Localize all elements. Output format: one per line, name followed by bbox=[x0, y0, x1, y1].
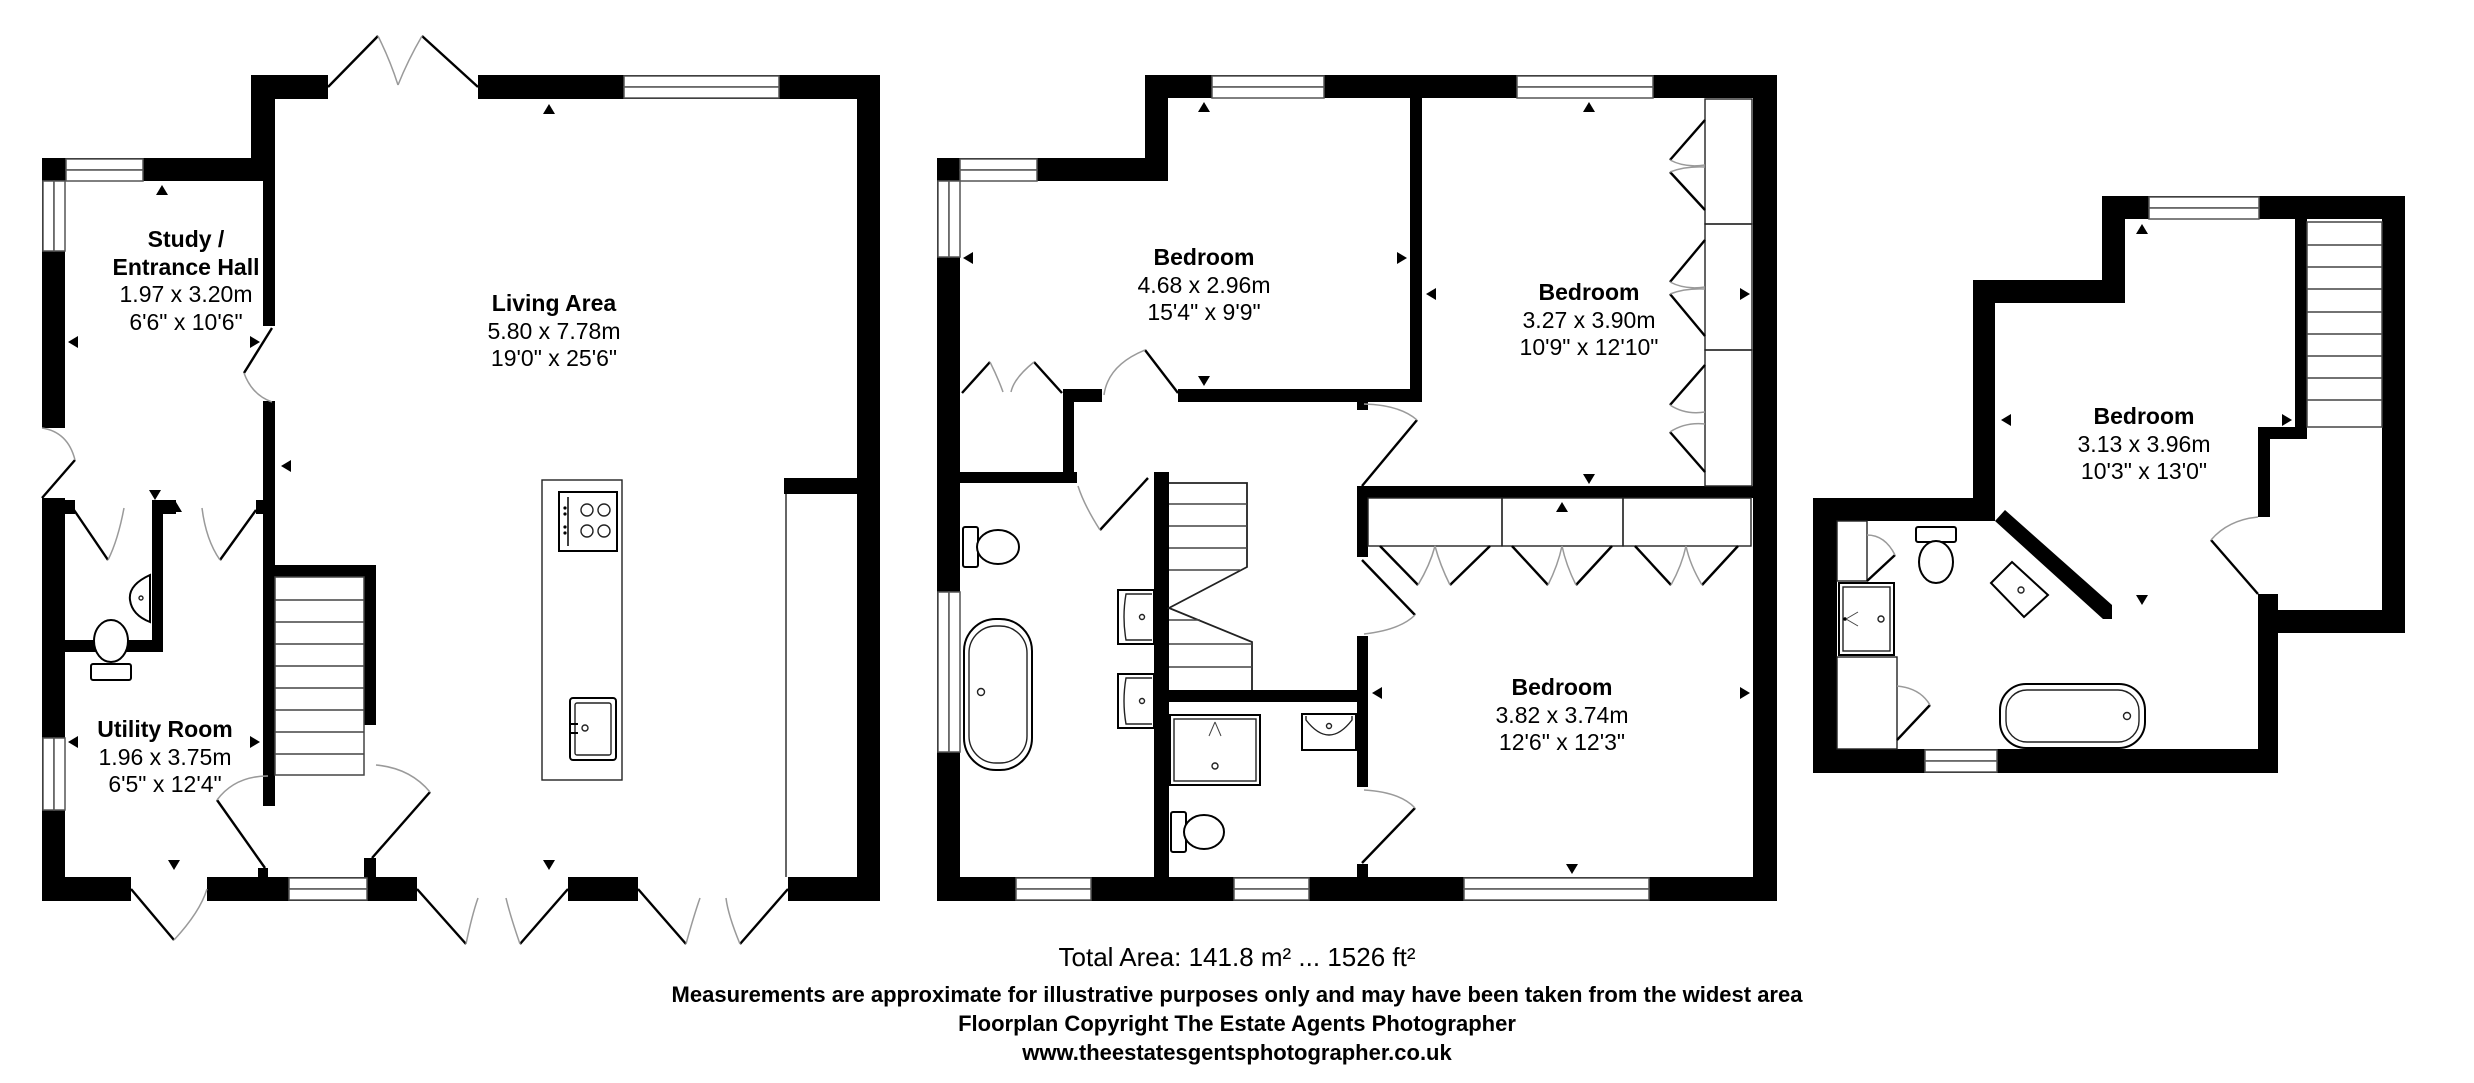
shower-icon bbox=[1838, 582, 1895, 656]
total-area: Total Area: 141.8 m² ... 1526 ft² bbox=[1058, 942, 1416, 972]
first-floor-doors bbox=[961, 349, 1418, 864]
toilet-icon bbox=[1915, 526, 1957, 584]
room-label-bedroom-2: Bedroom 3.27 x 3.90m 10'9" x 12'10" bbox=[1520, 279, 1659, 362]
room-name: Study / bbox=[147, 226, 225, 252]
window-icon bbox=[959, 158, 1038, 171]
bath-icon bbox=[1999, 683, 2146, 749]
dimension-arrow-icon bbox=[68, 104, 555, 870]
door-icon bbox=[216, 764, 431, 869]
basin-icon bbox=[128, 573, 151, 624]
room-label-bedroom-1: Bedroom 4.68 x 2.96m 15'4" x 9'9" bbox=[1138, 244, 1271, 327]
room-dimensions-imperial: 19'0" x 25'6" bbox=[490, 345, 618, 372]
dimension-arrow-icon bbox=[2001, 224, 2292, 605]
second-floor-windows bbox=[1924, 196, 2260, 773]
room-dimensions-metric: 3.27 x 3.90m bbox=[1522, 306, 1656, 333]
website: www.theestatesgentsphotographer.co.uk bbox=[1022, 1040, 1452, 1065]
copyright: Floorplan Copyright The Estate Agents Ph… bbox=[958, 1011, 1516, 1036]
room-dimensions-metric: 1.96 x 3.75m bbox=[98, 743, 232, 770]
room-name: Bedroom bbox=[1153, 244, 1255, 270]
window-icon bbox=[1015, 877, 1092, 890]
door-icon bbox=[41, 427, 76, 499]
french-door-icon bbox=[416, 888, 569, 945]
room-dimensions-imperial: 15'4" x 9'9" bbox=[1147, 299, 1261, 326]
window-icon bbox=[623, 75, 780, 88]
kitchen-island bbox=[541, 479, 623, 781]
basin-icon bbox=[1117, 673, 1155, 729]
room-name: Bedroom bbox=[1511, 674, 1613, 700]
toilet-icon bbox=[90, 619, 132, 681]
window-icon bbox=[1463, 877, 1650, 890]
dimension-arrow-icon bbox=[963, 102, 1750, 874]
first-floor-windows bbox=[937, 75, 1654, 901]
window-icon bbox=[42, 737, 55, 811]
wardrobe bbox=[1669, 98, 1753, 487]
room-label-living-area: Living Area 5.80 x 7.78m 19'0" x 25'6" bbox=[488, 290, 621, 373]
door-icon bbox=[73, 507, 125, 561]
window-icon bbox=[1233, 877, 1310, 890]
window-icon bbox=[937, 180, 950, 258]
room-name: Living Area bbox=[491, 290, 617, 316]
room-label-bedroom-4: Bedroom 3.13 x 3.96m 10'3" x 13'0" bbox=[2078, 403, 2211, 486]
sink-icon bbox=[569, 697, 617, 761]
room-dimensions-imperial: 6'6" x 10'6" bbox=[129, 308, 243, 335]
room-dimensions-imperial: 10'9" x 12'10" bbox=[1519, 334, 1659, 361]
door-icon bbox=[201, 507, 257, 561]
ground-floor-doors bbox=[41, 35, 789, 945]
room-dimensions-imperial: 10'3" x 13'0" bbox=[2080, 458, 2208, 485]
first-floor-walls bbox=[937, 75, 1777, 901]
room-label-study: Study / Entrance Hall 1.97 x 3.20m 6'6" … bbox=[113, 226, 260, 336]
room-label-bedroom-3: Bedroom 3.82 x 3.74m 12'6" x 12'3" bbox=[1496, 674, 1629, 757]
room-dimensions-metric: 5.80 x 7.78m bbox=[487, 317, 621, 344]
french-door-icon bbox=[327, 35, 479, 88]
toilet-icon bbox=[962, 526, 1020, 568]
first-floor-plan bbox=[937, 75, 1777, 901]
room-name: Utility Room bbox=[97, 716, 233, 742]
window-icon bbox=[2148, 196, 2260, 209]
disclaimer: Measurements are approximate for illustr… bbox=[671, 982, 1803, 1007]
window-icon bbox=[1924, 749, 1998, 762]
room-label-utility-room: Utility Room 1.96 x 3.75m 6'5" x 12'4" bbox=[97, 716, 232, 799]
window-icon bbox=[1211, 75, 1325, 88]
window-icon bbox=[288, 877, 368, 890]
toilet-icon bbox=[1170, 811, 1225, 853]
stairs-icon bbox=[1166, 482, 1253, 690]
basin-icon bbox=[1989, 560, 2050, 619]
ground-floor-windows bbox=[42, 75, 780, 901]
room-dimensions-metric: 3.82 x 3.74m bbox=[1495, 701, 1629, 728]
basin-icon bbox=[1301, 713, 1357, 751]
stairs-icon bbox=[2306, 221, 2383, 428]
room-dimensions-metric: 4.68 x 2.96m bbox=[1137, 271, 1271, 298]
room-name: Entrance Hall bbox=[112, 253, 260, 280]
door-icon bbox=[130, 888, 208, 941]
room-name: Bedroom bbox=[2093, 403, 2195, 429]
room-dimensions-imperial: 12'6" x 12'3" bbox=[1498, 729, 1626, 756]
window-icon bbox=[1516, 75, 1654, 88]
ground-floor-plan bbox=[41, 35, 880, 945]
door-icon bbox=[2210, 516, 2259, 595]
window-icon bbox=[42, 180, 55, 252]
basin-icon bbox=[1117, 589, 1155, 645]
hob-icon bbox=[558, 491, 618, 552]
second-floor-plan bbox=[1813, 196, 2405, 773]
window-icon bbox=[65, 158, 144, 171]
room-dimensions-metric: 3.13 x 3.96m bbox=[2077, 430, 2211, 457]
room-name: Bedroom bbox=[1538, 279, 1640, 305]
stairs-icon bbox=[274, 576, 365, 776]
cupboard bbox=[1836, 520, 1931, 750]
window-icon bbox=[937, 591, 950, 753]
door-icon bbox=[242, 327, 274, 403]
room-dimensions-imperial: 6'5" x 12'4" bbox=[108, 771, 222, 798]
bath-icon bbox=[963, 618, 1033, 771]
room-dimensions-metric: 1.97 x 3.20m bbox=[119, 281, 253, 308]
second-floor-walls bbox=[1813, 196, 2405, 773]
wardrobe bbox=[1367, 497, 1752, 586]
shower-icon bbox=[1169, 714, 1261, 786]
french-door-icon bbox=[637, 888, 789, 945]
